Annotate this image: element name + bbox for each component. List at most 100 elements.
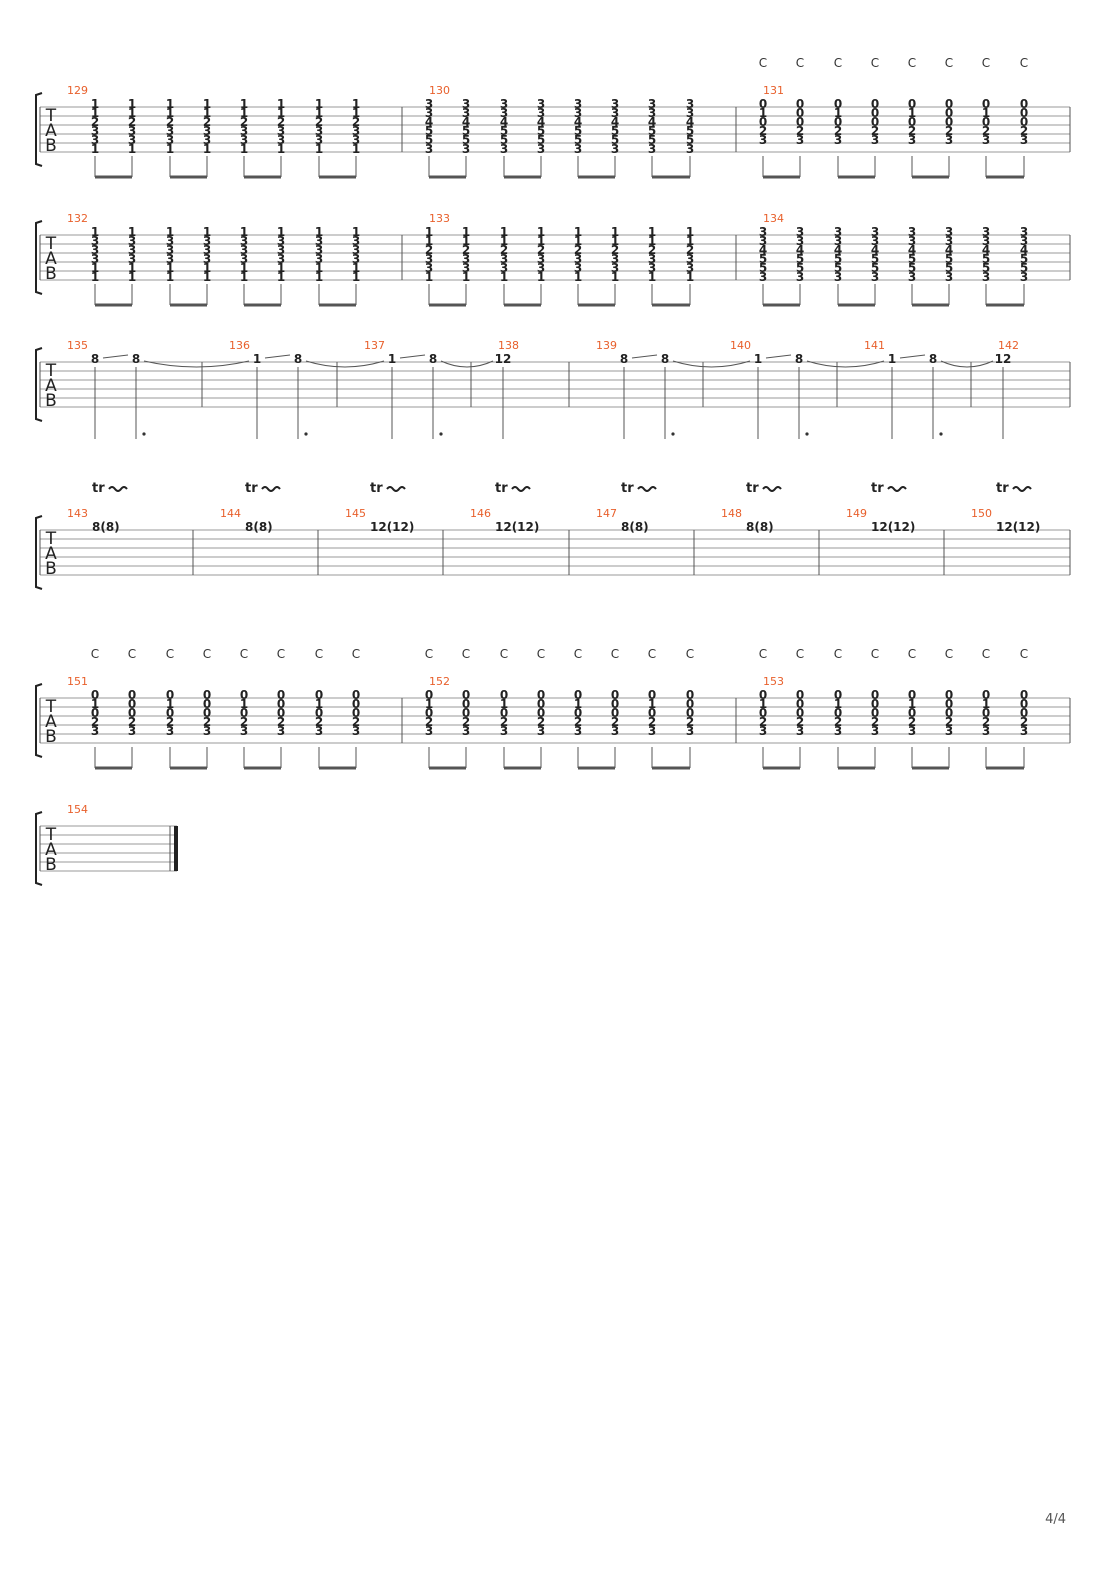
tie-arc (940, 360, 994, 368)
fret-number: 5 (500, 133, 508, 147)
fret-number: 3 (1020, 270, 1028, 284)
fret-number: 0 (908, 706, 916, 720)
fret-number: 1 (203, 142, 211, 156)
fret-number: 3 (611, 252, 619, 266)
measure-number: 135 (67, 339, 88, 352)
fret-number: 3 (796, 724, 804, 738)
fret-number: 2 (203, 715, 211, 729)
fret-number: 5 (686, 124, 694, 138)
fret-number: 1 (315, 97, 323, 111)
fret-number: 1 (166, 270, 174, 284)
fret-number: 3 (315, 252, 323, 266)
fret-number: 0 (1020, 97, 1028, 111)
fret-number: 0 (462, 706, 470, 720)
fret-number: 3 (91, 124, 99, 138)
fret-number: 3 (537, 724, 545, 738)
fret-number: 3 (982, 234, 990, 248)
fret-number: 0 (871, 115, 879, 129)
fret-number: 8 (132, 352, 140, 366)
fret-number: 5 (574, 124, 582, 138)
fret-number: 4 (945, 243, 953, 257)
fret-number: 3 (166, 724, 174, 738)
fret-number: 3 (91, 724, 99, 738)
trill-wave (762, 486, 782, 492)
fret-number: 2 (908, 124, 916, 138)
chord-name: C (611, 647, 619, 661)
fret-number: 3 (908, 270, 916, 284)
fret-number: 3 (277, 252, 285, 266)
fret-number: 0 (277, 697, 285, 711)
system-bracket (35, 92, 43, 167)
trill-mark: tr (871, 481, 884, 496)
fret-number: 3 (425, 97, 433, 111)
fret-number: 0 (240, 688, 248, 702)
fret-number: 4 (462, 115, 470, 129)
chord-name: C (500, 647, 508, 661)
fret-number: 1 (277, 142, 285, 156)
fret-number: 0 (352, 706, 360, 720)
slide-line (899, 354, 926, 359)
fret-number: 3 (945, 133, 953, 147)
fret-number: 3 (611, 106, 619, 120)
fret-number: 2 (796, 715, 804, 729)
chord-name: C (425, 647, 433, 661)
fret-number: 1 (128, 142, 136, 156)
fret-number: 1 (574, 225, 582, 239)
fret-number: 3 (1020, 225, 1028, 239)
fret-number: 3 (277, 243, 285, 257)
fret-number: 0 (796, 97, 804, 111)
slide-line (765, 354, 792, 359)
trill-wave (637, 486, 657, 492)
tab-clef-letter: T (45, 234, 57, 254)
fret-number: 1 (500, 225, 508, 239)
fret-number: 3 (352, 133, 360, 147)
fret-number: 0 (796, 106, 804, 120)
fret-number: 3 (462, 106, 470, 120)
fret-number: 1 (759, 106, 767, 120)
fret-number: 4 (537, 115, 545, 129)
fret-number: 3 (1020, 133, 1028, 147)
fret-number: 3 (425, 724, 433, 738)
fret-number: 1 (686, 270, 694, 284)
fret-number: 3 (1020, 724, 1028, 738)
fret-number: 5 (611, 124, 619, 138)
fret-number: 3 (834, 270, 842, 284)
fret-number: 2 (352, 715, 360, 729)
fret-number: 3 (352, 234, 360, 248)
tab-clef-letter: B (45, 391, 57, 411)
fret-number: 2 (425, 715, 433, 729)
measure-number: 139 (596, 339, 617, 352)
fret-number: 0 (982, 115, 990, 129)
fret-number: 0 (425, 688, 433, 702)
fret-number: 1 (91, 225, 99, 239)
fret-number: 5 (871, 252, 879, 266)
fret-number: 1 (352, 142, 360, 156)
fret-number: 3 (315, 724, 323, 738)
tab-clef-letter: B (45, 727, 57, 747)
measure-number: 129 (67, 84, 88, 97)
chord-name: C (462, 647, 470, 661)
measure-number: 142 (998, 339, 1019, 352)
fret-number: 3 (611, 261, 619, 275)
fret-number: 0 (240, 706, 248, 720)
fret-number: 1 (425, 697, 433, 711)
fret-number: 0 (945, 115, 953, 129)
measure-number: 137 (364, 339, 385, 352)
chord-name: C (908, 56, 916, 70)
fret-number: 3 (277, 724, 285, 738)
tab-clef-letter: T (45, 825, 57, 845)
measure-number: 132 (67, 212, 88, 225)
fret-number: 1 (277, 225, 285, 239)
fret-number: 3 (128, 252, 136, 266)
fret-number: 0 (128, 697, 136, 711)
fret-number: 4 (1020, 243, 1028, 257)
fret-number: 5 (537, 124, 545, 138)
fret-number: 5 (537, 133, 545, 147)
measure-number: 136 (229, 339, 250, 352)
fret-number: 2 (796, 124, 804, 138)
trill-wave (511, 486, 531, 492)
fret-number: 5 (945, 261, 953, 275)
chord-name: C (1020, 647, 1028, 661)
tie-arc (806, 360, 885, 368)
